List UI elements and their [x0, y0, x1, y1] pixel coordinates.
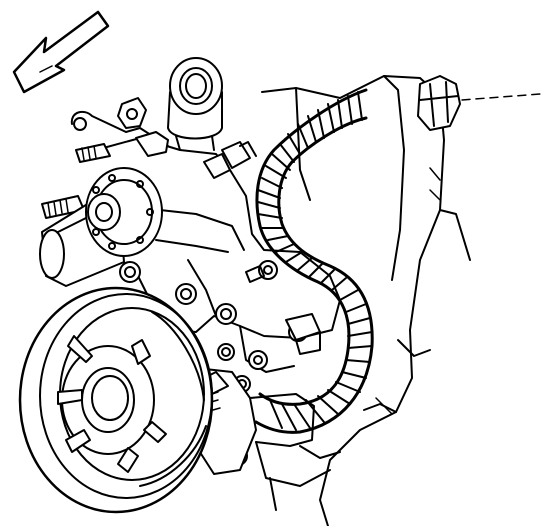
lower-bracket	[196, 368, 314, 474]
heater-hose-fitting	[204, 142, 256, 178]
engine-block-outline	[262, 76, 470, 526]
front-arrow-icon	[14, 12, 108, 92]
crankshaft-balancer	[20, 288, 212, 512]
block-bolt	[418, 76, 460, 130]
stud-bolts	[42, 144, 110, 218]
bolt-centerline	[462, 94, 540, 100]
water-pump-pulley	[40, 168, 162, 286]
sensor-connector	[286, 314, 320, 354]
lower-housing	[256, 442, 340, 510]
upper-bracket	[72, 98, 168, 156]
thermostat-housing-neck	[168, 58, 222, 150]
